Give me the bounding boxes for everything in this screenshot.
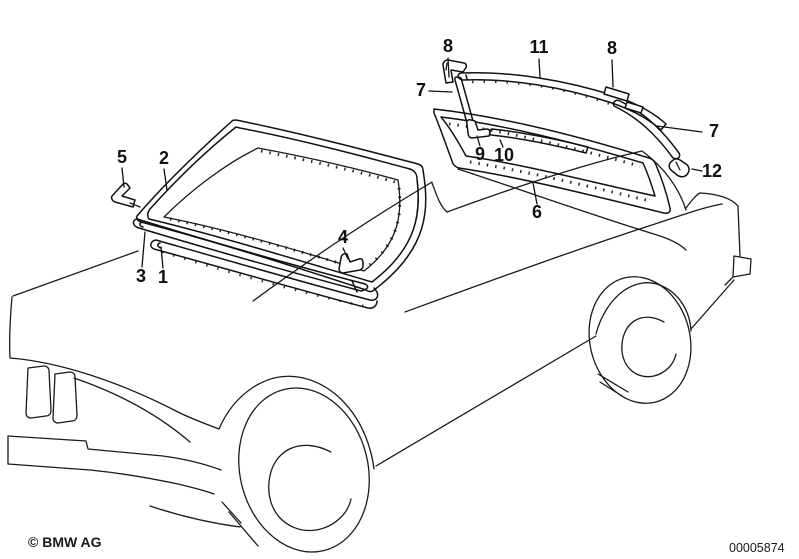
part-label-9[interactable]: 9 xyxy=(475,144,485,164)
windshield-frame-outer xyxy=(136,119,427,293)
windshield-frame-inner xyxy=(146,126,419,283)
part-label-7-left[interactable]: 7 xyxy=(416,80,426,100)
leader-1 xyxy=(160,246,164,269)
rear-strip-10 xyxy=(488,128,589,154)
car-front-lines xyxy=(7,250,375,547)
leader-2 xyxy=(163,168,168,191)
leader-6 xyxy=(532,182,538,205)
windshield-trim-group xyxy=(110,119,427,309)
drawing-number: 00005874 xyxy=(729,541,785,555)
clip-8-right xyxy=(603,86,644,114)
part-label-8-left[interactable]: 8 xyxy=(443,36,453,56)
lower-moulding-band-a xyxy=(132,218,369,293)
rear-side-strip-7-left xyxy=(454,76,474,127)
rear-frame-inner xyxy=(440,116,656,197)
rear-window-trim-group xyxy=(433,59,690,214)
leader-4 xyxy=(342,247,349,260)
rear-frame-ticks xyxy=(448,122,651,203)
front-wheel-hub xyxy=(268,444,352,532)
car-greenhouse-lines xyxy=(252,150,723,313)
part-label-8-right[interactable]: 8 xyxy=(607,38,617,58)
leader-5 xyxy=(121,167,125,188)
clip-8-left-detail xyxy=(445,62,448,71)
leader-7-right xyxy=(656,125,703,133)
windshield-glass-ticks xyxy=(169,149,402,271)
clip-5-arrow xyxy=(129,202,141,208)
part-label-12[interactable]: 12 xyxy=(702,161,722,181)
leader-9 xyxy=(476,135,481,147)
rear-frame-outer xyxy=(433,108,671,214)
rear-wheel xyxy=(588,276,692,404)
leader-8-left xyxy=(447,57,450,78)
part-label-1[interactable]: 1 xyxy=(158,267,168,287)
clip-4 xyxy=(338,253,364,274)
leader-3 xyxy=(141,231,146,268)
part-label-10[interactable]: 10 xyxy=(494,145,514,165)
clip-9 xyxy=(466,119,491,139)
part-label-4[interactable]: 4 xyxy=(338,227,348,247)
rear-side-strip-7-right xyxy=(612,99,681,160)
part-label-11[interactable]: 11 xyxy=(529,37,548,57)
part-label-6[interactable]: 6 xyxy=(532,202,542,222)
kidney-grille xyxy=(25,365,78,424)
leader-11 xyxy=(538,58,541,79)
car-body-outline xyxy=(7,150,752,553)
rocker-line xyxy=(375,335,597,467)
leader-10 xyxy=(499,139,504,148)
rear-wheel-hub xyxy=(621,316,677,378)
leader-12 xyxy=(691,168,703,172)
clip-12-detail xyxy=(675,161,681,171)
part-label-7-right[interactable]: 7 xyxy=(709,121,719,141)
part-label-2[interactable]: 2 xyxy=(159,148,169,168)
rear-top-strip-11 xyxy=(457,71,667,131)
leader-8-right xyxy=(611,59,614,88)
part-label-3[interactable]: 3 xyxy=(136,266,146,286)
callout-labels: 5 2 3 1 4 8 11 8 7 9 10 6 7 12 xyxy=(117,36,722,287)
copyright-text: © BMW AG xyxy=(28,534,102,550)
front-wheel xyxy=(238,387,370,553)
part-label-5[interactable]: 5 xyxy=(117,147,127,167)
leader-lines xyxy=(121,57,703,269)
leader-7-left xyxy=(428,90,453,93)
